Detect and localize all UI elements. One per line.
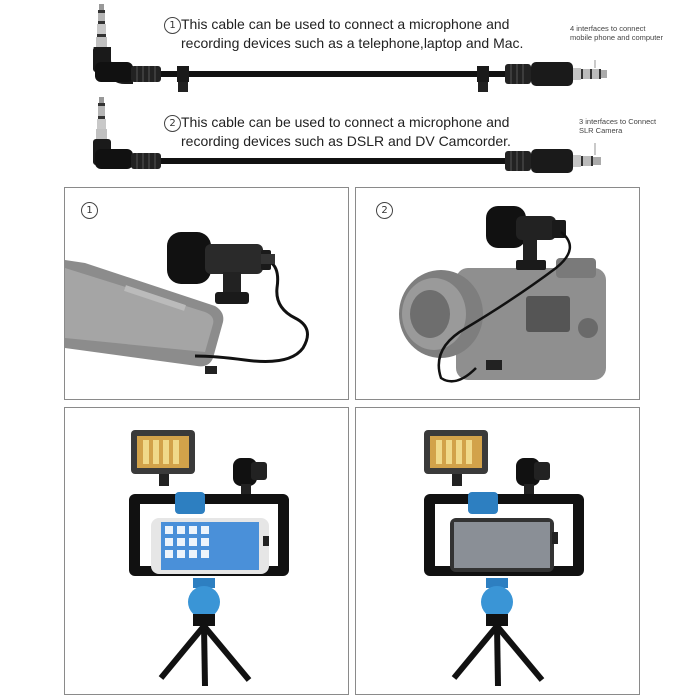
cable-2-note-line-2: SLR Camera	[579, 126, 623, 135]
video-rig-android-illustration	[424, 430, 584, 687]
step-number-badge: 2	[164, 115, 181, 132]
trrs-cable-illustration	[93, 4, 607, 92]
cable-1-description-line-2: recording devices such as a telephone,la…	[181, 35, 524, 51]
cable-1-note-line-2: mobile phone and computer	[570, 33, 663, 42]
cable-1-description-line-1: This cable can be used to connect a micr…	[181, 16, 510, 32]
step-number-badge: 1	[164, 17, 181, 34]
trs-cable-illustration	[93, 97, 601, 173]
cable-1-note-line-1: 4 interfaces to connect	[570, 24, 646, 33]
step-number-badge: 1	[81, 202, 98, 219]
step-number-badge: 2	[376, 202, 393, 219]
dslr-with-microphone-illustration	[399, 206, 606, 383]
video-rig-iphone-illustration	[129, 430, 289, 687]
rig-with-android-photo-panel	[355, 407, 640, 695]
cable-2-description-line-2: recording devices such as DSLR and DV Ca…	[181, 133, 511, 149]
camera-microphone-photo-panel: 2	[355, 187, 640, 400]
phone-microphone-photo-panel: 1	[64, 187, 349, 400]
phone-with-microphone-illustration	[65, 232, 309, 374]
cable-2-note-line-1: 3 interfaces to Connect	[579, 117, 657, 126]
rig-with-iphone-photo-panel	[64, 407, 349, 695]
cable-2-description-line-1: This cable can be used to connect a micr…	[181, 114, 510, 130]
